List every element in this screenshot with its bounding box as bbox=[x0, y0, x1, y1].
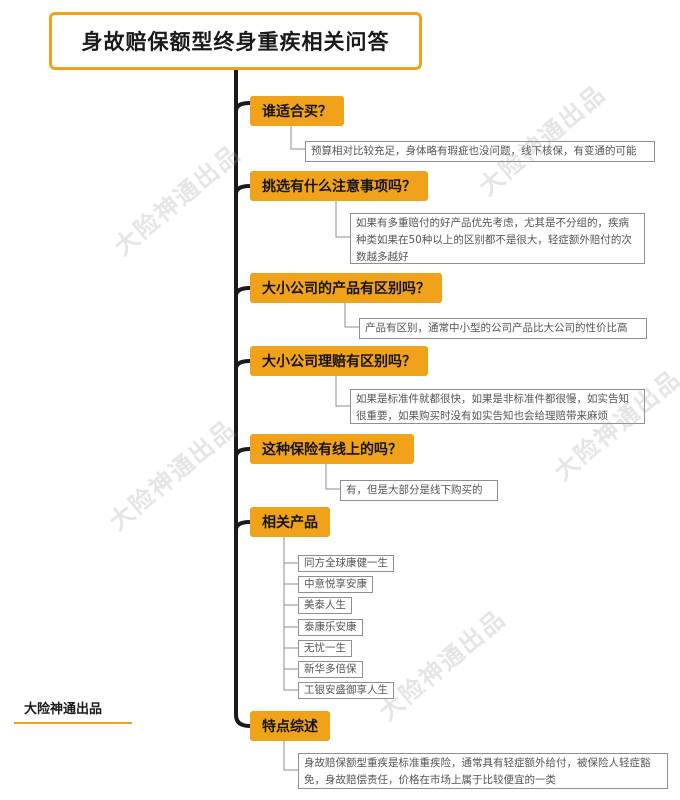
answer-company-claim-difference: 如果是标准件就都很快，如果是非标准件都很慢，如实告知很重要，如果购买时没有如实告… bbox=[350, 389, 645, 424]
product-item: 中意悦享安康 bbox=[298, 576, 373, 593]
answer-company-product-difference: 产品有区别，通常中小型的公司产品比大公司的性价比高 bbox=[359, 318, 647, 339]
product-item: 新华多倍保 bbox=[298, 661, 363, 678]
topic-feature-summary: 特点综述 bbox=[250, 711, 330, 741]
product-item: 美泰人生 bbox=[298, 597, 352, 614]
main-title: 身故赔保额型终身重疾相关问答 bbox=[49, 12, 422, 70]
answer-feature-summary: 身故赔保额型重疾是标准重疾险，通常具有轻症额外给付，被保险人轻症豁免，身故赔偿责… bbox=[298, 753, 668, 789]
topic-company-claim-difference: 大小公司理赔有区别吗？ bbox=[250, 346, 428, 376]
answer-who-should-buy: 预算相对比较充足，身体略有瑕疵也没问题，线下核保，有变通的可能 bbox=[305, 141, 655, 162]
brand-label: 大险神通出品 bbox=[24, 702, 103, 717]
topic-selection-notes: 挑选有什么注意事项吗？ bbox=[250, 171, 428, 201]
topic-related-products: 相关产品 bbox=[250, 507, 330, 537]
topic-who-should-buy: 谁适合买？ bbox=[250, 96, 344, 126]
product-item: 同方全球康健一生 bbox=[298, 555, 394, 572]
product-item: 工银安盛御享人生 bbox=[298, 682, 394, 699]
answer-online-availability: 有，但是大部分是线下购买的 bbox=[340, 480, 498, 501]
product-item: 泰康乐安康 bbox=[298, 619, 363, 636]
answer-selection-notes: 如果有多重赔付的好产品优先考虑，尤其是不分组的，疾病种类如果在50种以上的区别都… bbox=[350, 213, 645, 264]
product-item: 无忧一生 bbox=[298, 640, 352, 657]
topic-online-availability: 这种保险有线上的吗？ bbox=[250, 434, 414, 464]
topic-company-product-difference: 大小公司的产品有区别吗？ bbox=[250, 273, 442, 303]
brand-underline bbox=[14, 722, 132, 724]
